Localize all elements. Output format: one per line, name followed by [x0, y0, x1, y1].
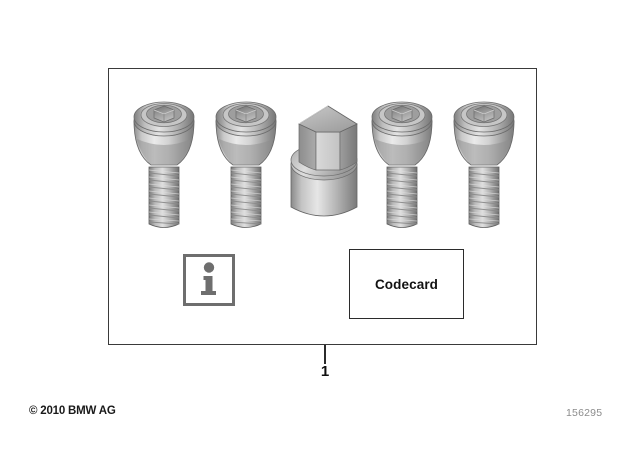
copyright-notice: © 2010 BMW AG — [29, 405, 116, 417]
wheel-bolt-4 — [447, 81, 521, 233]
diagram-id: 156295 — [566, 407, 603, 419]
info-icon-box — [183, 254, 235, 306]
wheel-bolt-graphic — [215, 101, 277, 228]
wheel-bolt-graphic — [371, 101, 433, 228]
wheel-bolt-1 — [127, 81, 201, 233]
codecard-label: Codecard — [374, 276, 439, 292]
lock-adapter-graphic — [290, 105, 358, 217]
callout-leader-line — [324, 345, 326, 364]
diagram-frame: Codecard — [108, 68, 537, 345]
wheel-bolt-graphic — [453, 101, 515, 228]
callout-number-1: 1 — [320, 363, 330, 380]
codecard-box: Codecard — [349, 249, 464, 319]
wheel-lock-key-adapter — [285, 94, 363, 234]
parts-row — [109, 69, 538, 239]
wheel-bolt-2 — [209, 81, 283, 233]
wheel-bolt-3 — [365, 81, 439, 233]
wheel-bolt-graphic — [133, 101, 195, 228]
info-icon — [201, 262, 216, 295]
